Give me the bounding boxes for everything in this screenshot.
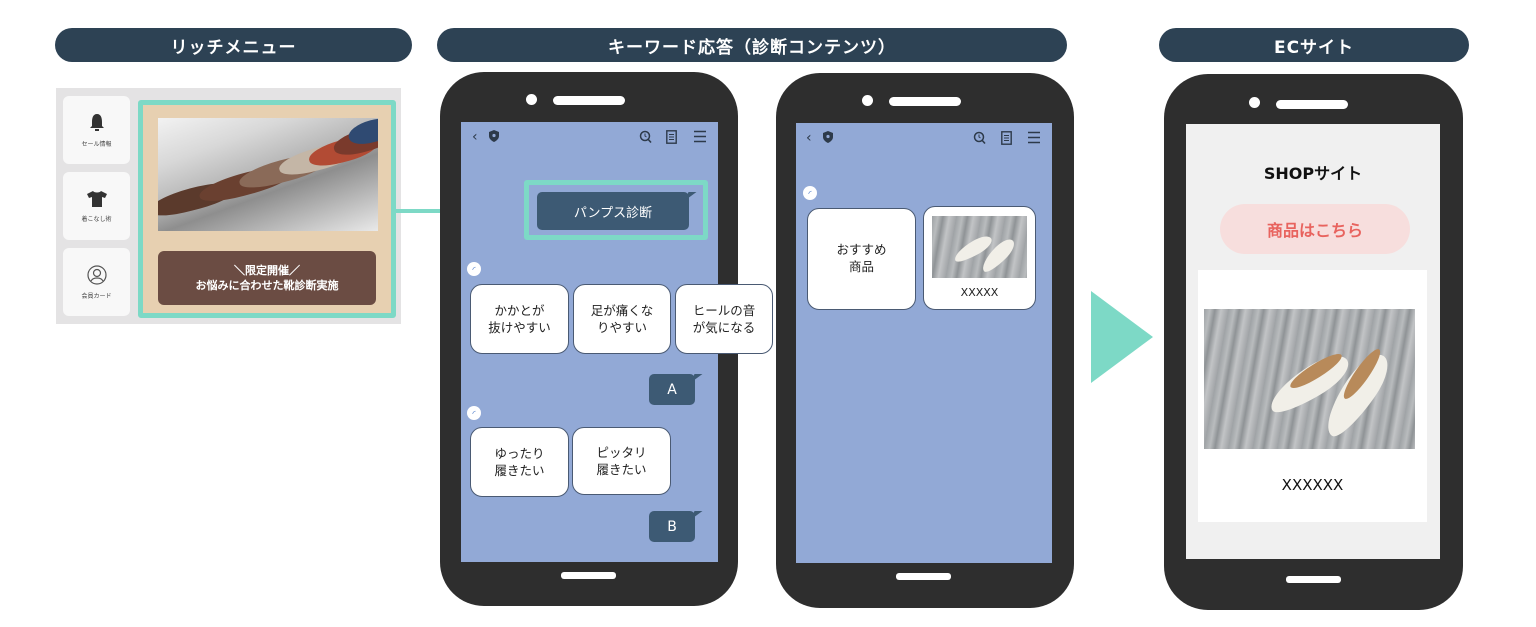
rich-menu-item-label: 着こなし術 xyxy=(81,215,112,223)
chat-screen: ‹ ◜ おすすめ 商品 XXXXX xyxy=(796,123,1052,563)
banner-line2: お悩みに合わせた靴診断実施 xyxy=(195,279,339,292)
product-card[interactable]: XXXXX xyxy=(923,206,1036,310)
rich-menu-diagnosis-panel[interactable]: ＼限定開催／ お悩みに合わせた靴診断実施 xyxy=(138,100,396,318)
user-answer-bubble: A xyxy=(649,374,695,405)
menu-icon[interactable] xyxy=(1028,131,1040,144)
products-cta-button[interactable]: 商品はこちら xyxy=(1220,204,1410,254)
rich-menu-item-label: セール情報 xyxy=(81,140,112,148)
user-circle-icon xyxy=(86,264,107,285)
phone-chat-diagnosis: ‹ パンプス診断 ◜ かかとが 抜けやすい 足が痛くな りやすい ヒールの音 が… xyxy=(440,72,773,606)
rich-menu-item-member-card[interactable]: 会員カード xyxy=(63,248,130,316)
keyword-highlight xyxy=(524,180,708,240)
product-thumbnail xyxy=(932,216,1027,278)
section-title-ec-site: ECサイト xyxy=(1159,28,1469,62)
product-name: XXXXX xyxy=(960,286,999,299)
choice-button[interactable]: かかとが 抜けやすい xyxy=(470,284,569,354)
chat-screen: ‹ パンプス診断 ◜ かかとが 抜けやすい 足が痛くな りやすい ヒールの音 が… xyxy=(461,122,773,562)
bot-avatar-icon: ◜ xyxy=(467,262,481,276)
rich-menu-item-sale[interactable]: セール情報 xyxy=(63,96,130,164)
recommend-label-card: おすすめ 商品 xyxy=(807,208,916,310)
product-photo xyxy=(1204,309,1415,449)
tshirt-icon xyxy=(86,190,107,207)
rich-menu-item-styling[interactable]: 着こなし術 xyxy=(63,172,130,240)
chat-header: ‹ xyxy=(461,122,718,154)
phone-chat-recommendation: ‹ ◜ おすすめ 商品 XXXXX xyxy=(776,73,1074,608)
search-icon[interactable] xyxy=(973,131,986,145)
flow-arrow-icon xyxy=(1091,291,1153,383)
choice-button[interactable]: 足が痛くな りやすい xyxy=(573,284,671,354)
section-title-keyword-response: キーワード応答（診断コンテンツ） xyxy=(437,28,1067,62)
shoe-rack-photo xyxy=(158,118,378,231)
user-message-bubble: パンプス診断 xyxy=(537,192,689,230)
back-icon[interactable]: ‹ xyxy=(806,130,812,146)
phone-ec-site: SHOPサイト 商品はこちら XXXXXX xyxy=(1164,74,1463,610)
section-title-rich-menu: リッチメニュー xyxy=(55,28,412,62)
bell-icon xyxy=(89,113,104,131)
ec-screen: SHOPサイト 商品はこちら XXXXXX xyxy=(1186,124,1440,559)
search-icon[interactable] xyxy=(639,130,652,144)
choice-button[interactable]: ピッタリ 履きたい xyxy=(572,427,671,495)
back-icon[interactable]: ‹ xyxy=(472,129,478,145)
note-icon[interactable] xyxy=(1001,131,1012,145)
product-name: XXXXXX xyxy=(1281,476,1344,494)
shield-icon xyxy=(823,131,833,143)
chat-header: ‹ xyxy=(796,123,1052,155)
note-icon[interactable] xyxy=(666,130,677,144)
product-panel[interactable]: XXXXXX xyxy=(1198,270,1427,522)
rich-menu: セール情報 着こなし術 会員カード ＼限定開催／ お悩みに合わせた靴診断実施 xyxy=(56,88,401,324)
menu-icon[interactable] xyxy=(694,130,706,143)
bot-avatar-icon: ◜ xyxy=(803,186,817,200)
choice-button[interactable]: ゆったり 履きたい xyxy=(470,427,569,497)
rich-menu-item-label: 会員カード xyxy=(81,292,112,300)
choice-button[interactable]: ヒールの音 が気になる xyxy=(675,284,773,354)
shop-title: SHOPサイト xyxy=(1263,164,1363,183)
shield-icon xyxy=(489,130,499,142)
bot-avatar-icon: ◜ xyxy=(467,406,481,420)
diagnosis-banner: ＼限定開催／ お悩みに合わせた靴診断実施 xyxy=(158,251,376,305)
banner-line1: ＼限定開催／ xyxy=(234,264,300,277)
user-answer-bubble: B xyxy=(649,511,695,542)
